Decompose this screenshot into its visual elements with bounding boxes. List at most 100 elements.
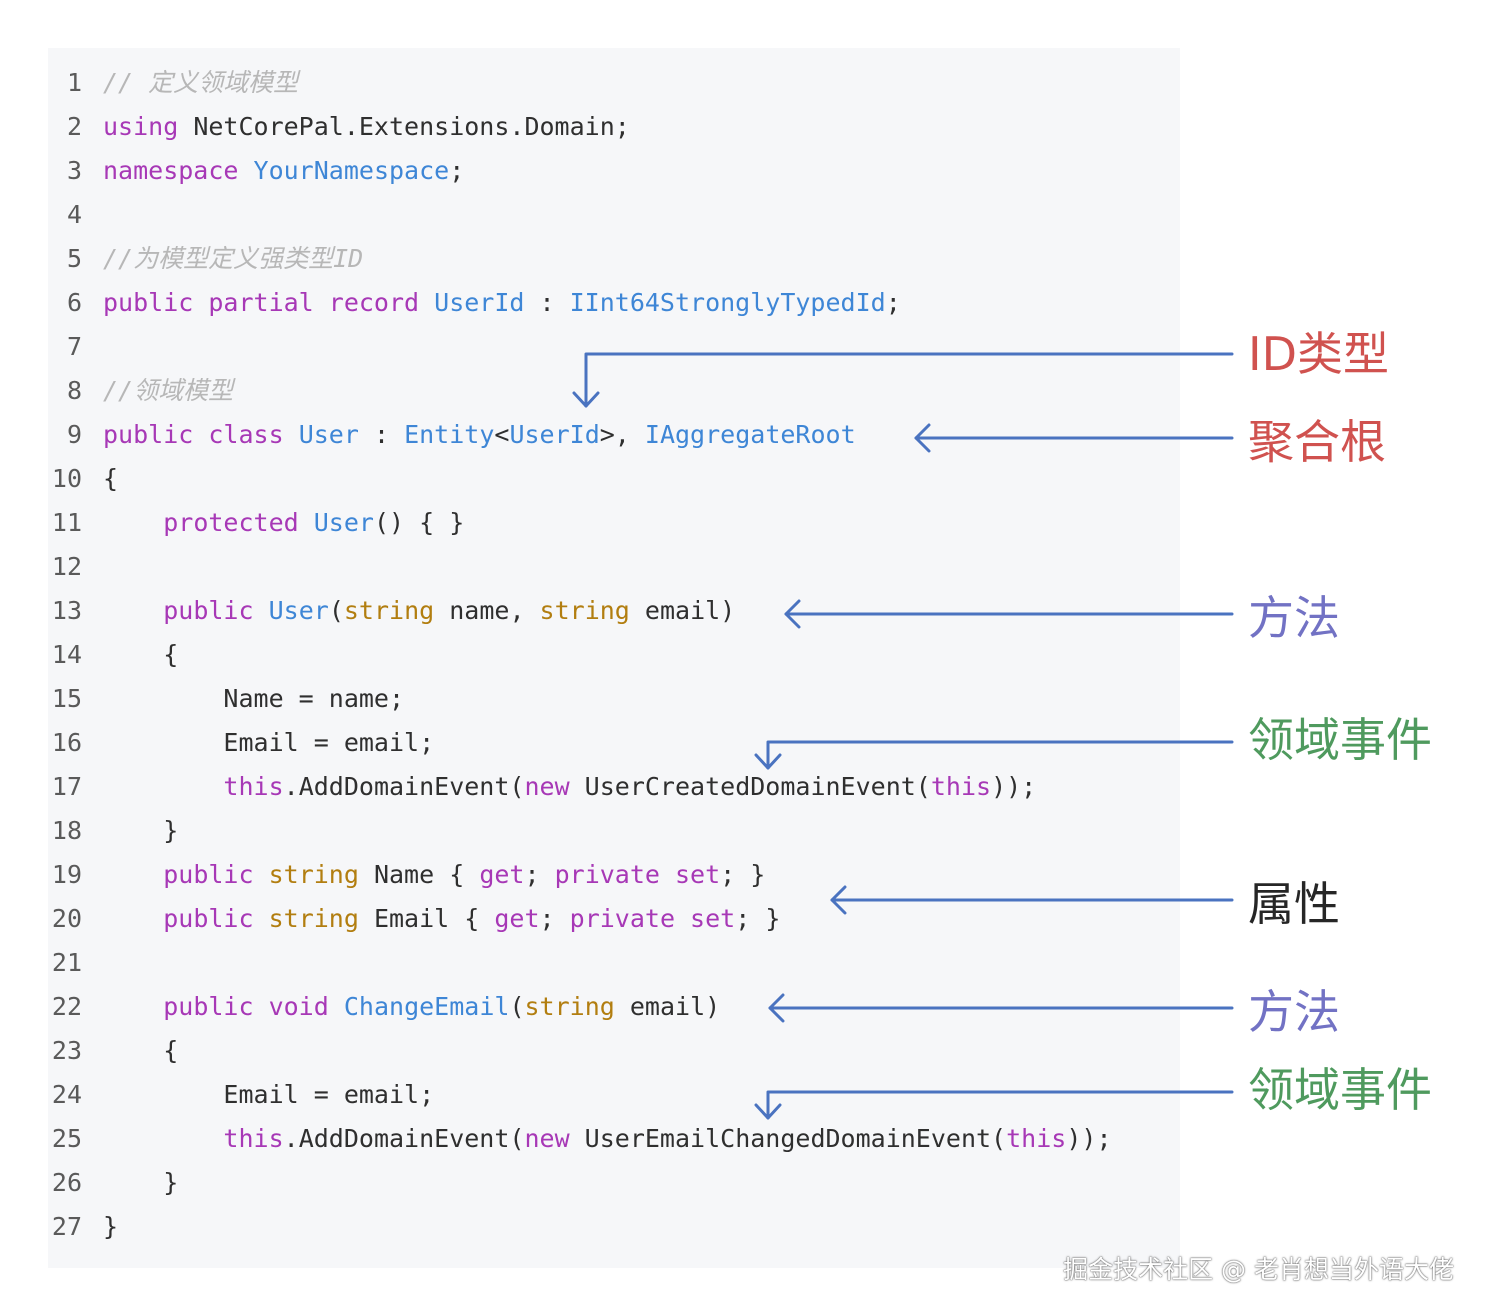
- watermark: 掘金技术社区 @ 老肖想当外语大佬: [1063, 1255, 1454, 1284]
- code-token: }: [103, 1212, 119, 1241]
- code-token: () { }: [373, 508, 465, 537]
- code-text: //为模型定义强类型ID: [103, 237, 363, 281]
- line-number: 2: [66, 112, 82, 141]
- arrow-head: [754, 1103, 782, 1120]
- code-text: public partial record UserId : IInt64Str…: [103, 281, 901, 325]
- code-line: 11 protected User() { }: [48, 501, 464, 545]
- code-token: {: [103, 640, 179, 669]
- annotation-label: ID类型: [1248, 327, 1389, 381]
- code-token: User: [298, 420, 359, 449]
- code-token: :: [524, 288, 570, 317]
- code-line: 5 //为模型定义强类型ID: [48, 237, 363, 281]
- code-token: ; }: [720, 860, 766, 889]
- code-token: UserId: [434, 288, 525, 317]
- code-token: User: [268, 596, 329, 625]
- line-number: 19: [51, 860, 82, 889]
- code-token: ;: [539, 904, 570, 933]
- arrow-shaft: [584, 352, 1234, 408]
- code-token: Entity: [404, 420, 495, 449]
- line-number: 12: [51, 552, 82, 581]
- arrow-head: [914, 423, 931, 453]
- code-text: //领域模型: [103, 369, 233, 413]
- line-number: 26: [51, 1168, 82, 1197]
- line-number: 10: [51, 464, 82, 493]
- code-line: 26 }: [48, 1161, 178, 1205]
- code-line: 10 {: [48, 457, 118, 501]
- code-token: string: [524, 992, 615, 1021]
- code-token: public class: [103, 420, 284, 449]
- code-token: public partial record: [103, 288, 420, 317]
- code-line: 14 {: [48, 633, 178, 677]
- code-token: User: [313, 508, 374, 537]
- code-text: public class User : Entity<UserId>, IAgg…: [103, 413, 856, 457]
- code-token: public: [163, 860, 254, 889]
- code-token: //为模型定义强类型ID: [103, 244, 364, 273]
- annotation-label: 属性: [1248, 877, 1340, 931]
- code-token: get: [494, 904, 540, 933]
- code-token: .AddDomainEvent(: [283, 772, 525, 801]
- code-token: ;: [885, 288, 901, 317]
- code-token: new: [524, 1124, 570, 1153]
- code-text: Email = email;: [103, 1073, 434, 1117]
- code-text: Email = email;: [103, 721, 434, 765]
- code-token: Email = email;: [103, 728, 435, 757]
- code-token: UserCreatedDomainEvent(: [569, 772, 931, 801]
- line-number: 25: [51, 1124, 82, 1153]
- code-token: YourNamespace: [253, 156, 450, 185]
- arrow-head: [572, 391, 600, 408]
- annotation-label: 领域事件: [1248, 1063, 1432, 1117]
- line-number: 15: [51, 684, 82, 713]
- code-token: string: [268, 904, 359, 933]
- code-token: email): [629, 596, 736, 625]
- code-token: string: [343, 596, 435, 625]
- code-text: this.AddDomainEvent(new UserEmailChanged…: [103, 1117, 1112, 1161]
- line-number: 20: [51, 904, 82, 933]
- code-token: ));: [1066, 1124, 1112, 1153]
- code-token: >,: [599, 420, 645, 449]
- code-text: using NetCorePal.Extensions.Domain;: [103, 105, 630, 149]
- arrow-head: [754, 753, 782, 770]
- code-line: 23 {: [48, 1029, 178, 1073]
- line-number: 21: [51, 948, 82, 977]
- code-token: Name {: [358, 860, 480, 889]
- code-token: protected: [163, 508, 299, 537]
- arrow-head: [784, 599, 801, 629]
- code-line: 16 Email = email;: [48, 721, 434, 765]
- line-number: 14: [51, 640, 82, 669]
- code-token: this: [223, 1124, 284, 1153]
- code-token: }: [103, 816, 179, 845]
- code-token: Email {: [358, 904, 495, 933]
- code-token: name,: [434, 596, 540, 625]
- arrow-shaft: [766, 740, 1234, 770]
- line-number: 22: [51, 992, 82, 1021]
- code-line: 27}: [48, 1205, 118, 1249]
- code-token: private set: [569, 904, 736, 933]
- code-text: {: [103, 457, 118, 501]
- code-line: 13 public User(string name, string email…: [48, 589, 735, 633]
- code-line: 4: [48, 193, 82, 237]
- code-token: string: [539, 596, 630, 625]
- line-number: 5: [66, 244, 82, 273]
- code-line: 19 public string Name { get; private set…: [48, 853, 765, 897]
- code-text: {: [103, 633, 178, 677]
- code-token: public: [163, 904, 254, 933]
- code-token: .AddDomainEvent(: [283, 1124, 525, 1153]
- line-number: 18: [51, 816, 82, 845]
- code-text: public void ChangeEmail(string email): [103, 985, 720, 1029]
- code-text: public string Email { get; private set; …: [103, 897, 780, 941]
- line-number: 1: [66, 68, 82, 97]
- code-token: ; }: [735, 904, 781, 933]
- arrow-head: [830, 885, 847, 915]
- line-number: 13: [51, 596, 82, 625]
- line-number: 17: [51, 772, 82, 801]
- line-number: 16: [51, 728, 82, 757]
- code-token: new: [524, 772, 570, 801]
- code-line: 21: [48, 941, 82, 985]
- code-token: UserId: [509, 420, 600, 449]
- code-token: using: [103, 112, 179, 141]
- code-line: 18 }: [48, 809, 178, 853]
- line-number: 4: [66, 200, 82, 229]
